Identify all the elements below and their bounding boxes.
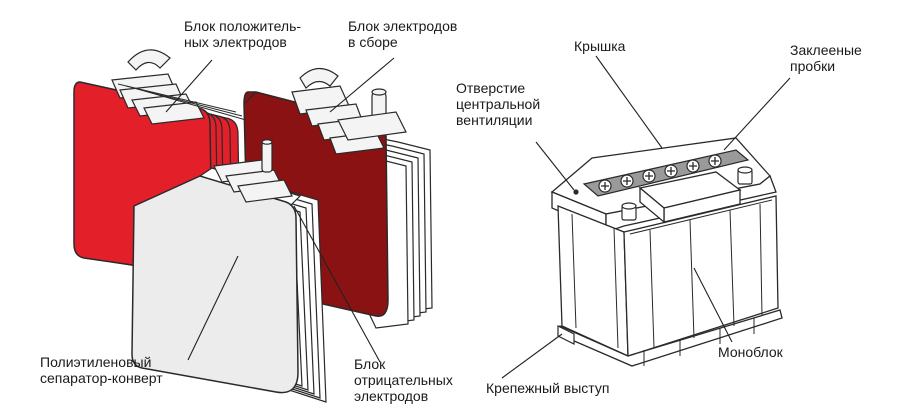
label-line: электродов — [354, 388, 429, 404]
label-vent-hole: Отверстие центральной вентиляции — [456, 80, 540, 128]
label-line: центральной — [456, 96, 541, 112]
label-line: в сборе — [348, 34, 398, 50]
separator-envelope — [131, 175, 299, 394]
battery-terminals — [621, 166, 753, 221]
leader-lines — [165, 55, 791, 379]
battery-ribs — [571, 199, 773, 366]
label-negative-block: Блок отрицательных электродов — [354, 356, 453, 404]
label-line: Блок — [354, 356, 386, 372]
mounting-lug — [557, 325, 575, 345]
label-sealed-plugs: Заклееные пробки — [790, 42, 862, 74]
label-line: ных электродов — [184, 34, 287, 50]
label-line: Моноблок — [718, 344, 783, 360]
label-line: Полиэтиленовый — [40, 354, 152, 370]
label-line: Блок положитель- — [184, 18, 302, 34]
label-line: Крышка — [574, 38, 626, 54]
label-line: сепаратор-конверт — [40, 370, 163, 386]
label-line: Заклееные — [790, 42, 862, 58]
label-line: Отверстие — [456, 80, 526, 96]
label-assembled-block: Блок электродов в сборе — [348, 18, 457, 50]
label-positive-block: Блок положитель- ных электродов — [184, 18, 301, 50]
label-separator: Полиэтиленовый сепаратор-конверт — [40, 354, 163, 386]
label-line: пробки — [790, 58, 836, 74]
battery-body — [550, 137, 783, 367]
label-mounting-lug: Крепежный выступ — [486, 380, 609, 396]
label-monoblock: Моноблок — [718, 344, 783, 360]
separator-and-negative-block — [131, 139, 327, 403]
label-lid: Крышка — [574, 38, 625, 54]
label-line: вентиляции — [456, 112, 533, 128]
sealed-plugs-strip — [573, 149, 750, 197]
label-line: Крепежный выступ — [486, 380, 610, 396]
vent-hole-icon — [573, 189, 579, 195]
label-line: отрицательных — [354, 372, 453, 388]
label-line: Блок электродов — [348, 18, 458, 34]
